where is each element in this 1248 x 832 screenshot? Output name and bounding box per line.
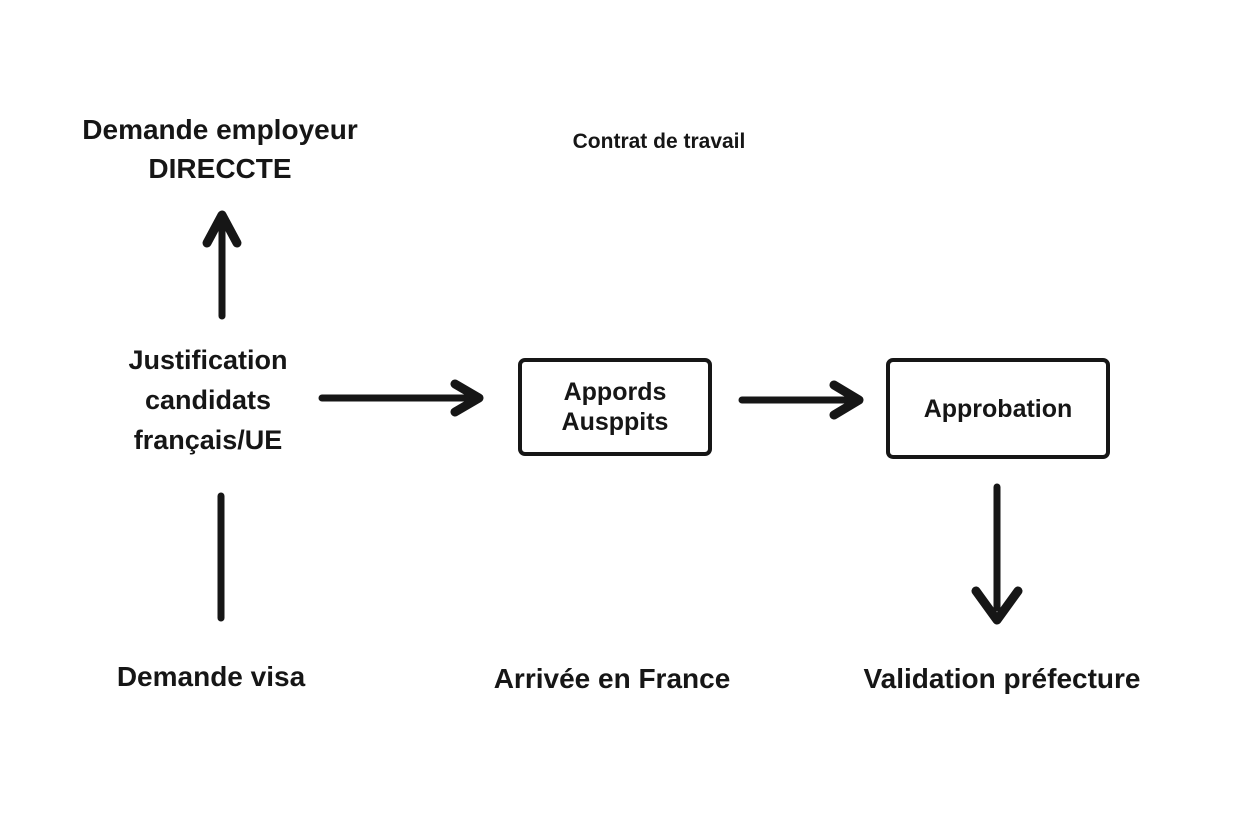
node-demande-employeur-line2: DIRECCTE	[148, 153, 292, 184]
arrow-up-justification-to-demande-employeur	[202, 210, 242, 320]
node-demande-employeur: Demande employeur DIRECCTE	[82, 110, 357, 188]
node-box-approbation: Approbation	[886, 358, 1110, 459]
arrow-right-appords-to-approbation	[738, 380, 864, 420]
node-contrat-de-travail: Contrat de travail	[573, 130, 746, 154]
node-demande-visa: Demande visa	[117, 657, 305, 696]
arrow-down-approbation-to-validation	[971, 483, 1023, 625]
node-validation-prefecture-label: Validation préfecture	[863, 663, 1141, 694]
node-appords-line1: Appords	[563, 378, 667, 406]
node-approbation-label: Approbation	[923, 394, 1073, 423]
node-demande-visa-label: Demande visa	[116, 661, 306, 692]
node-demande-employeur-line1: Demande employeur	[82, 114, 358, 145]
node-arrivee-en-france-label: Arrivée en France	[493, 663, 731, 694]
node-appords-line2: Ausppits	[561, 408, 669, 436]
node-contrat-de-travail-label: Contrat de travail	[572, 130, 746, 153]
node-justification-line2: candidats	[144, 385, 272, 415]
node-arrivee-en-france: Arrivée en France	[494, 659, 731, 698]
arrow-right-justification-to-appords	[318, 379, 484, 417]
node-justification: Justification candidats français/UE	[128, 340, 287, 460]
node-justification-line3: français/UE	[133, 425, 283, 455]
node-justification-line1: Justification	[128, 345, 288, 375]
node-box-appords: Appords Ausppits	[518, 358, 712, 456]
node-validation-prefecture: Validation préfecture	[864, 659, 1141, 698]
